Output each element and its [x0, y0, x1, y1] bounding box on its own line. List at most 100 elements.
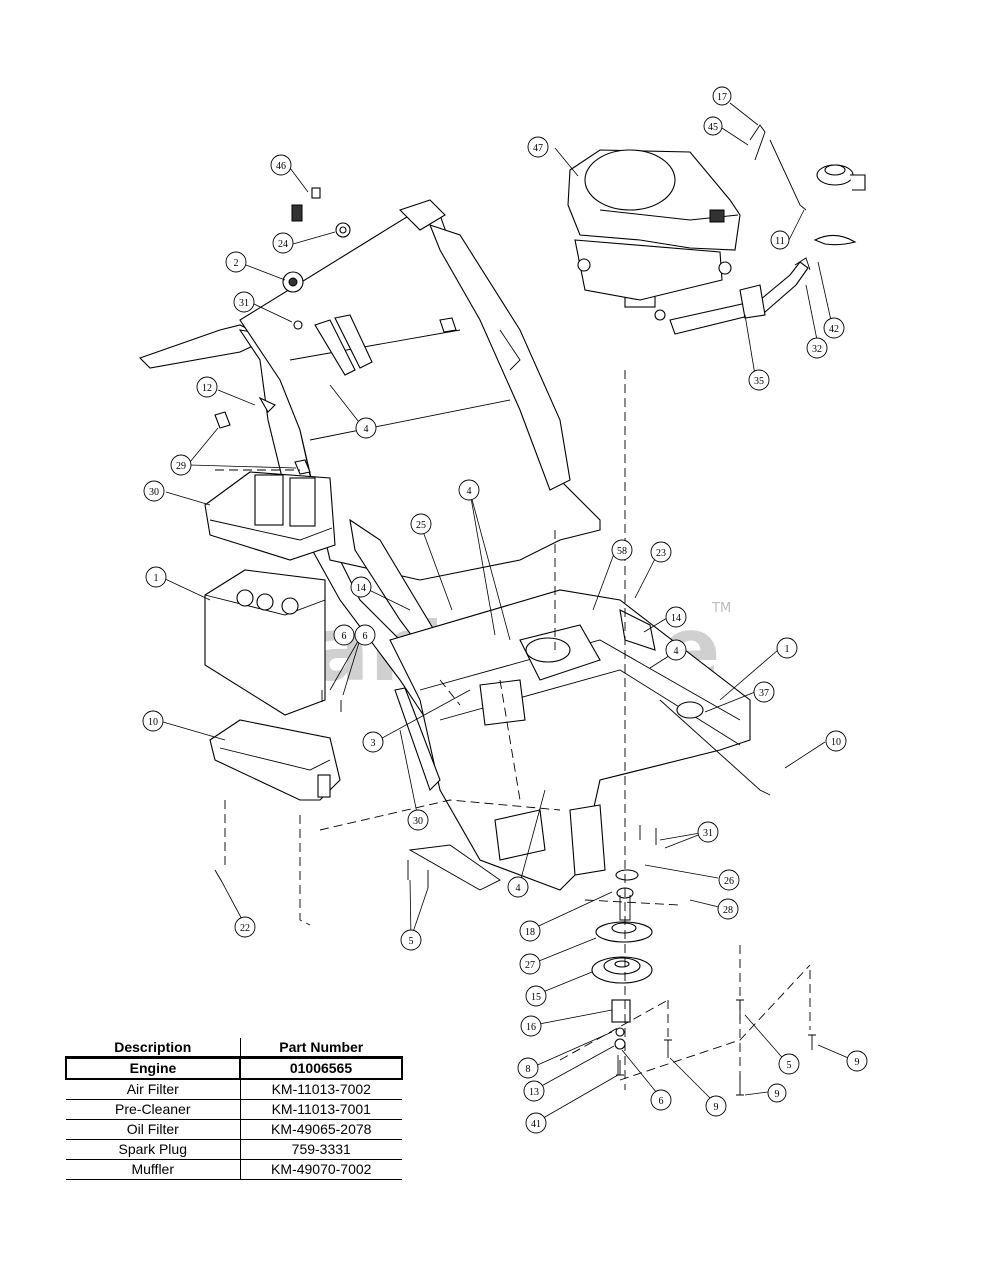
svg-text:13: 13 — [529, 1087, 539, 1098]
part-number-header: Part Number — [240, 1038, 402, 1059]
svg-text:9: 9 — [855, 1057, 860, 1068]
description-cell: Spark Plug — [66, 1139, 241, 1160]
callout: 6 — [354, 624, 376, 646]
engine — [567, 149, 741, 321]
callout: 28 — [717, 898, 739, 920]
parts-table: Description Part Number Engine 01006565 … — [65, 1038, 403, 1180]
part-number-cell: 759-3331 — [240, 1139, 402, 1160]
svg-text:27: 27 — [525, 960, 535, 971]
callout: 31 — [233, 291, 255, 313]
svg-text:4: 4 — [364, 424, 369, 435]
callout: 10 — [142, 710, 164, 732]
callout: 4 — [458, 479, 480, 501]
table-row: Pre-Cleaner KM-11013-7001 — [66, 1099, 402, 1120]
svg-text:10: 10 — [831, 737, 841, 748]
chassis — [389, 589, 771, 891]
svg-text:14: 14 — [671, 613, 681, 624]
svg-text:9: 9 — [775, 1089, 780, 1100]
svg-text:9: 9 — [714, 1102, 719, 1113]
svg-text:58: 58 — [617, 546, 627, 557]
svg-text:41: 41 — [531, 1119, 541, 1130]
callout: 10 — [825, 730, 847, 752]
callout: 5 — [778, 1053, 800, 1075]
svg-text:1: 1 — [154, 573, 159, 584]
svg-text:3: 3 — [371, 738, 376, 749]
callout: 9 — [705, 1095, 727, 1117]
callout: 42 — [823, 317, 845, 339]
description-cell: Engine — [65, 1056, 241, 1080]
svg-text:31: 31 — [239, 298, 249, 309]
svg-text:11: 11 — [775, 236, 785, 247]
callout: 6 — [650, 1089, 672, 1111]
table-row: Spark Plug 759-3331 — [66, 1139, 402, 1160]
svg-text:2: 2 — [234, 258, 239, 269]
svg-text:30: 30 — [149, 487, 159, 498]
svg-text:22: 22 — [240, 923, 250, 934]
svg-text:17: 17 — [717, 92, 727, 103]
callouts: 17 45 47 11 46 24 2 31 42 32 35 12 4 29 … — [142, 86, 868, 1134]
part-number-cell: KM-11013-7002 — [240, 1079, 402, 1100]
svg-text:25: 25 — [416, 520, 426, 531]
callout: 1 — [145, 566, 167, 588]
part-number-cell: KM-49065-2078 — [240, 1119, 402, 1140]
svg-text:30: 30 — [413, 816, 423, 827]
description-cell: Muffler — [66, 1159, 241, 1180]
callout: 12 — [196, 376, 218, 398]
callout: 47 — [527, 136, 549, 158]
svg-text:4: 4 — [467, 486, 472, 497]
svg-text:29: 29 — [176, 461, 186, 472]
svg-text:24: 24 — [278, 239, 288, 250]
svg-text:47: 47 — [533, 143, 543, 154]
svg-text:5: 5 — [409, 936, 414, 947]
callout: 30 — [407, 809, 429, 831]
svg-text:10: 10 — [148, 717, 158, 728]
parts-table-header: Description Part Number — [66, 1038, 402, 1059]
description-cell: Oil Filter — [66, 1119, 241, 1140]
callout: 35 — [748, 369, 770, 391]
callout: 11 — [770, 230, 790, 250]
svg-text:6: 6 — [659, 1096, 664, 1107]
svg-text:46: 46 — [276, 161, 286, 172]
callout: 26 — [718, 869, 740, 891]
callout: 1 — [776, 637, 798, 659]
table-row: Muffler KM-49070-7002 — [66, 1159, 402, 1180]
svg-text:12: 12 — [202, 383, 212, 394]
svg-text:37: 37 — [759, 688, 769, 699]
svg-text:23: 23 — [656, 548, 666, 559]
callout: 9 — [846, 1050, 868, 1072]
callout: 17 — [712, 86, 732, 106]
svg-text:16: 16 — [526, 1022, 536, 1033]
battery — [204, 471, 336, 716]
callout: 18 — [519, 920, 541, 942]
callout: 14 — [350, 576, 372, 598]
description-cell: Air Filter — [66, 1079, 241, 1100]
callout: 27 — [519, 953, 541, 975]
description-header: Description — [66, 1038, 241, 1059]
assembly-lines — [215, 370, 811, 1090]
battery-tray — [209, 719, 341, 801]
handle-hardware — [214, 187, 351, 475]
svg-text:15: 15 — [531, 992, 541, 1003]
svg-text:8: 8 — [526, 1064, 531, 1075]
table-row: Oil Filter KM-49065-2078 — [66, 1119, 402, 1140]
callout: 25 — [410, 513, 432, 535]
callout: 22 — [234, 916, 256, 938]
callout: 58 — [611, 539, 633, 561]
svg-text:28: 28 — [723, 905, 733, 916]
callout: 4 — [507, 876, 529, 898]
svg-text:32: 32 — [812, 344, 822, 355]
callout: 30 — [143, 480, 165, 502]
pulley-stack — [591, 869, 653, 1075]
callout: 13 — [523, 1080, 545, 1102]
callout: 29 — [170, 454, 192, 476]
svg-text:6: 6 — [342, 631, 347, 642]
callout: 41 — [525, 1112, 547, 1134]
svg-text:31: 31 — [703, 828, 713, 839]
svg-text:42: 42 — [829, 324, 839, 335]
svg-text:26: 26 — [724, 876, 734, 887]
callout: 31 — [697, 821, 719, 843]
callout: 15 — [525, 985, 547, 1007]
callout: 46 — [270, 154, 292, 176]
table-row: Engine 01006565 — [65, 1056, 403, 1080]
